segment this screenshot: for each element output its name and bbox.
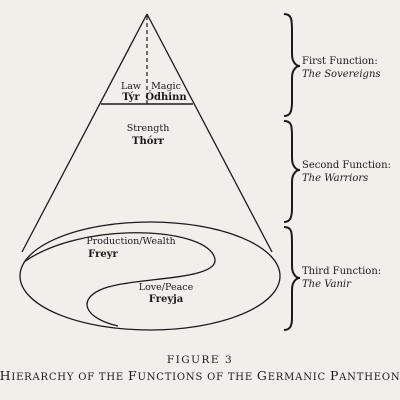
cone-right-edge	[146, 13, 273, 253]
first-function-brace	[283, 13, 301, 117]
title-rest-3: ERMANIC	[268, 372, 330, 383]
love-god: Freyja	[149, 294, 184, 305]
law-label: Law	[121, 81, 141, 92]
production-label: Production/Wealth	[86, 236, 175, 247]
second-function-group: The Warriors	[302, 173, 368, 184]
title-initial-4: P	[330, 368, 339, 383]
strength-label: Strength	[127, 123, 170, 134]
production-god: Freyr	[88, 249, 118, 260]
law-god: Týr	[122, 92, 140, 103]
title-initial-3: G	[257, 368, 268, 383]
title-initial-1: H	[0, 368, 11, 383]
strength-god: Thórr	[132, 136, 165, 147]
second-function-brace	[283, 120, 301, 223]
title-rest-4: ANTHEON	[338, 372, 400, 383]
figure-number: FIGURE 3	[167, 354, 233, 366]
figure-title: HIERARCHY OF THE FUNCTIONS OF THE GERMAN…	[0, 368, 400, 383]
first-function-group: The Sovereigns	[302, 69, 381, 80]
title-rest-1: IERARCHY OF THE	[11, 372, 128, 383]
magic-god: Ódhinn	[145, 91, 187, 103]
title-rest-2: UNCTIONS OF THE	[137, 372, 256, 383]
third-function-brace	[283, 226, 301, 331]
cone-left-edge	[21, 13, 148, 253]
magic-label: Magic	[151, 81, 181, 92]
third-function-group: The Vanir	[302, 279, 352, 290]
first-function-title: First Function:	[302, 56, 378, 67]
second-function-title: Second Function:	[302, 160, 391, 171]
yin-yang-divider	[23, 232, 216, 327]
third-function-ellipse	[19, 221, 281, 331]
third-function-title: Third Function:	[302, 266, 381, 277]
title-initial-2: F	[128, 368, 137, 383]
love-label: Love/Peace	[139, 282, 194, 293]
